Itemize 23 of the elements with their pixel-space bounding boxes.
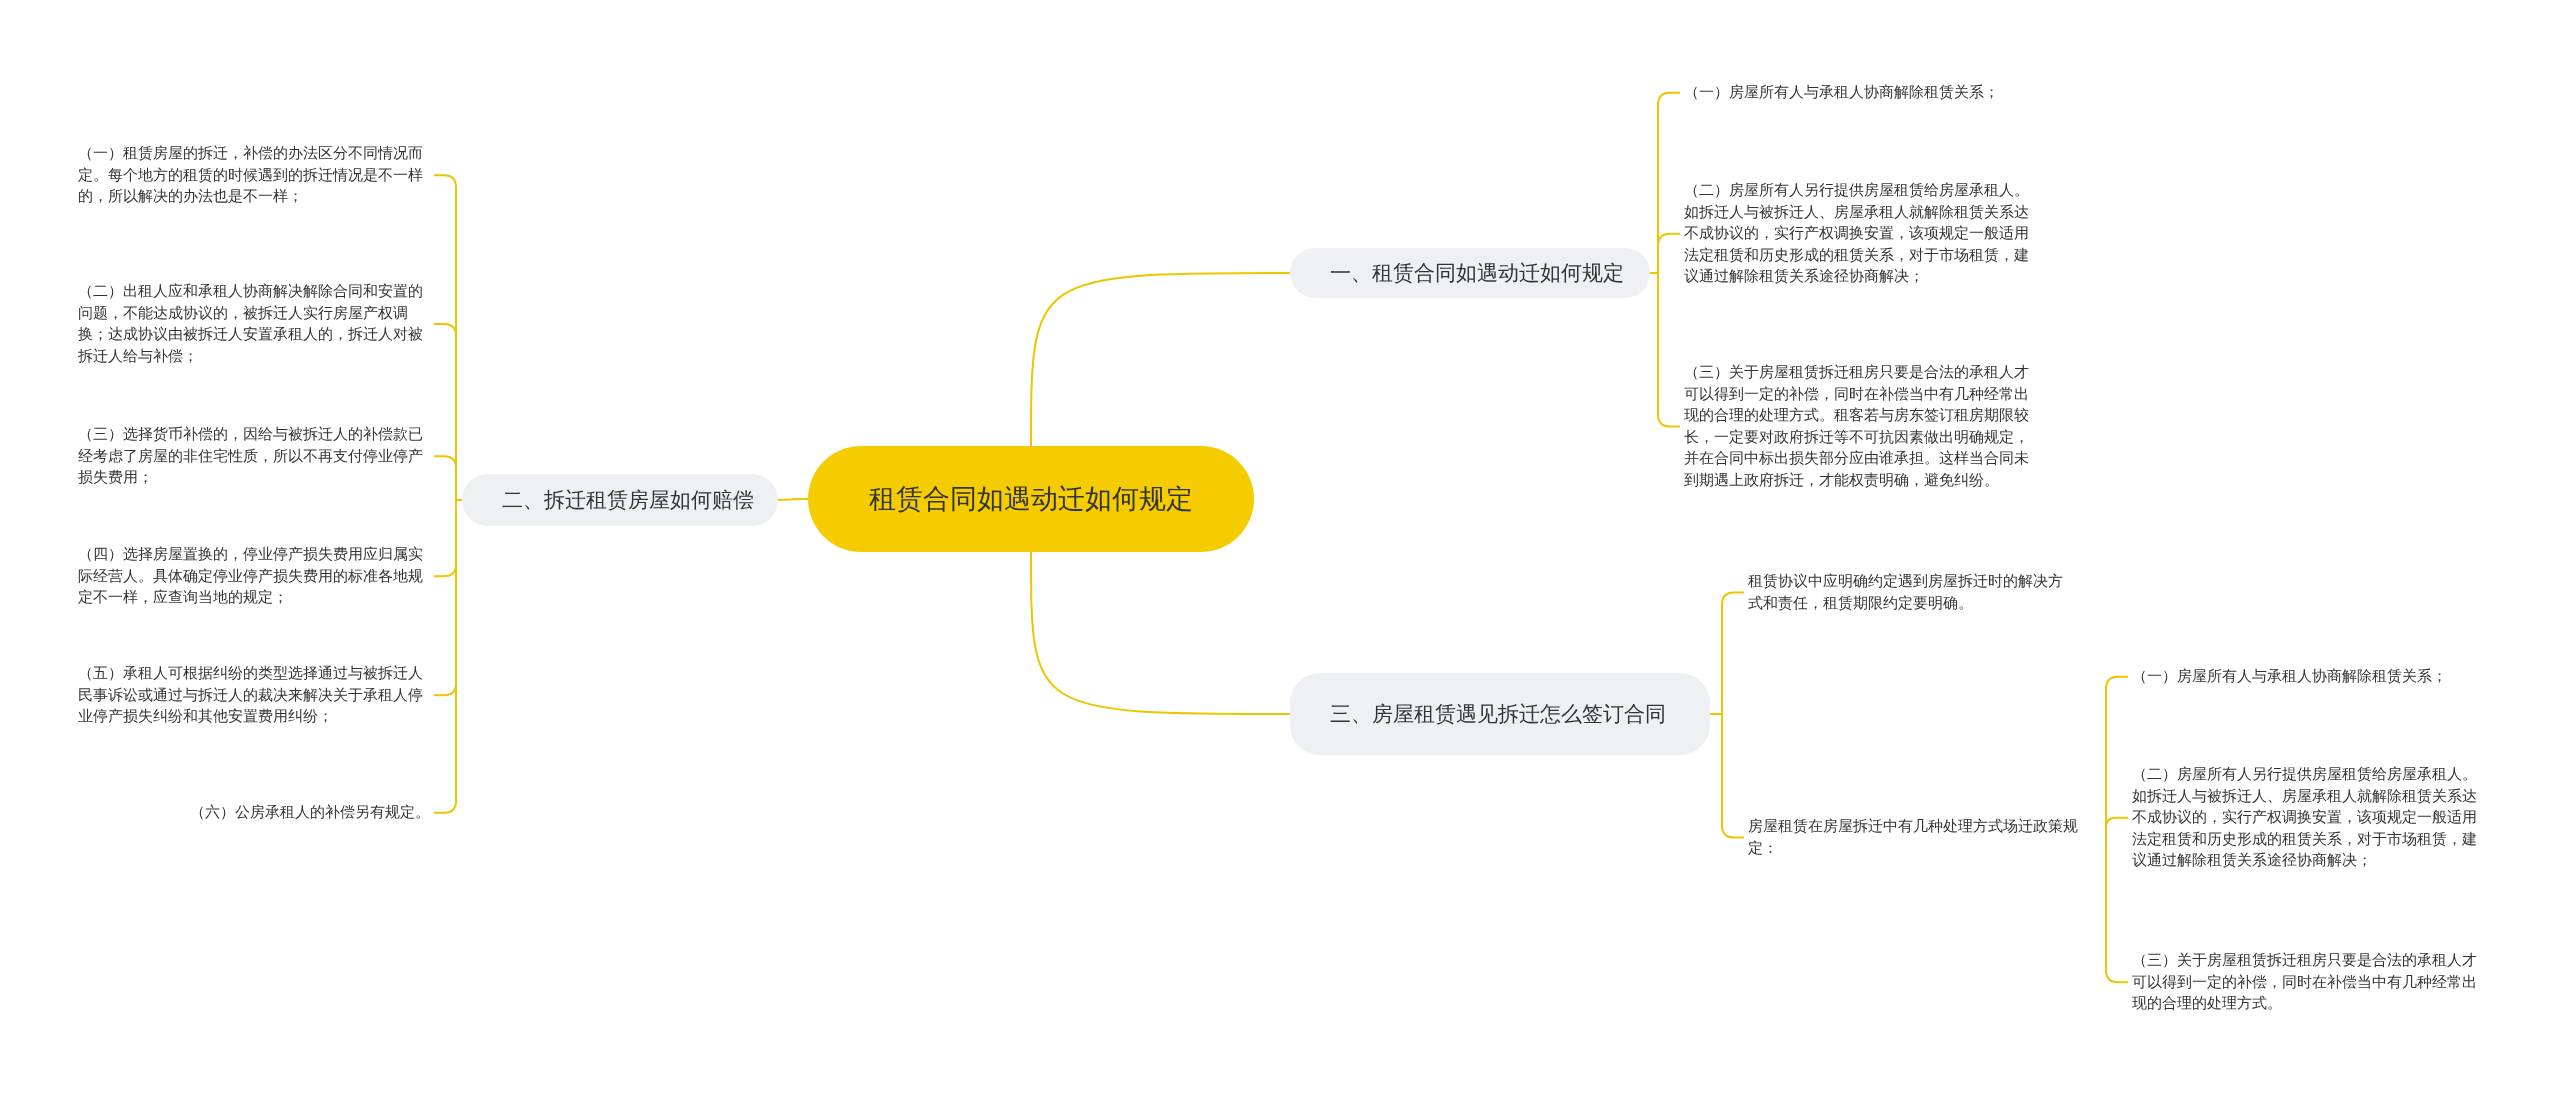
connector-line bbox=[1709, 713, 1745, 839]
subtopic-text: （一）房屋所有人与承租人协商解除租赁关系； bbox=[1680, 80, 2042, 106]
central-topic: 租赁合同如遇动迁如何规定 bbox=[808, 446, 1254, 552]
subtopic-text: （三）关于房屋租赁拆迁租房只要是合法的承租人才可以得到一定的补偿，同时在补偿当中有几种经常出现的合理的处理方式。租客若与房东签订租房期限较长，一定要对政府拆迁等不可抗因素做出明确规定，并在合同中标出损失部分应由谁承担。这样当合同未到期遇上政府拆迁，才能权责明确，避免纠纷。 bbox=[1680, 360, 2042, 493]
subtopic-text: 房屋租赁在房屋拆迁中有几种处理方式场迁政策规定： bbox=[1744, 814, 2106, 861]
subtopic-text: （三）关于房屋租赁拆迁租房只要是合法的承租人才可以得到一定的补偿，同时在补偿当中有几种经常出现的合理的处理方式。 bbox=[2128, 948, 2490, 1017]
subtopic-text: （二）出租人应和承租人协商解决解除合同和安置的问题，不能达成协议的，被拆迁人实行房屋产权调换；达成协议由被拆迁人安置承租人的，拆迁人对被拆迁人给与补偿； bbox=[74, 279, 434, 369]
subtopic-text: （三）选择货币补偿的，因给与被拆迁人的补偿款已经考虑了房屋的非住宅性质，所以不再支付停业停产损失费用； bbox=[74, 422, 434, 491]
connector-line bbox=[1030, 272, 1291, 447]
subtopic-text: 租赁协议中应明确约定遇到房屋拆迁时的解决方式和责任，租赁期限约定要明确。 bbox=[1744, 569, 2074, 616]
subtopic-text: （四）选择房屋置换的，停业停产损失费用应归属实际经营人。具体确定停业停产损失费用的标准各地规定不一样，应查询当地的规定； bbox=[74, 542, 434, 611]
topic-pill: 三、房屋租赁遇见拆迁怎么签订合同 bbox=[1290, 673, 1710, 755]
subtopic-text: （一）租赁房屋的拆迁，补偿的办法区分不同情况而定。每个地方的租赁的时候遇到的拆迁情况是不一样的，所以解决的办法也是不一样； bbox=[74, 141, 434, 210]
subtopic-text: （五）承租人可根据纠纷的类型选择通过与被拆迁人民事诉讼或通过与拆迁人的裁决来解决关于承租人停业停产损失纠纷和其他安置费用纠纷； bbox=[74, 661, 434, 730]
topic-pill: 一、租赁合同如遇动迁如何规定 bbox=[1290, 248, 1650, 298]
subtopic-text: （六）公房承租人的补偿另有规定。 bbox=[74, 800, 434, 826]
connector-line bbox=[2105, 816, 2129, 839]
connector-line bbox=[777, 498, 809, 501]
connector-line bbox=[1030, 551, 1291, 715]
subtopic-text: （二）房屋所有人另行提供房屋租赁给房屋承租人。如拆迁人与被拆迁人、房屋承租人就解除租赁关系达不成协议的，实行产权调换安置，该项规定一般适用法定租赁和历史形成的租赁关系，对于市场租赁，建议通过解除租赁关系途径协商解决； bbox=[2128, 762, 2490, 874]
subtopic-text: （一）房屋所有人与承租人协商解除租赁关系； bbox=[2128, 664, 2490, 690]
topic-pill: 二、拆迁租赁房屋如何赔偿 bbox=[462, 474, 778, 526]
subtopic-text: （二）房屋所有人另行提供房屋租赁给房屋承租人。如拆迁人与被拆迁人、房屋承租人就解除租赁关系达不成协议的，实行产权调换安置，该项规定一般适用法定租赁和历史形成的租赁关系，对于市场租赁，建议通过解除租赁关系途径协商解决； bbox=[1680, 178, 2042, 290]
